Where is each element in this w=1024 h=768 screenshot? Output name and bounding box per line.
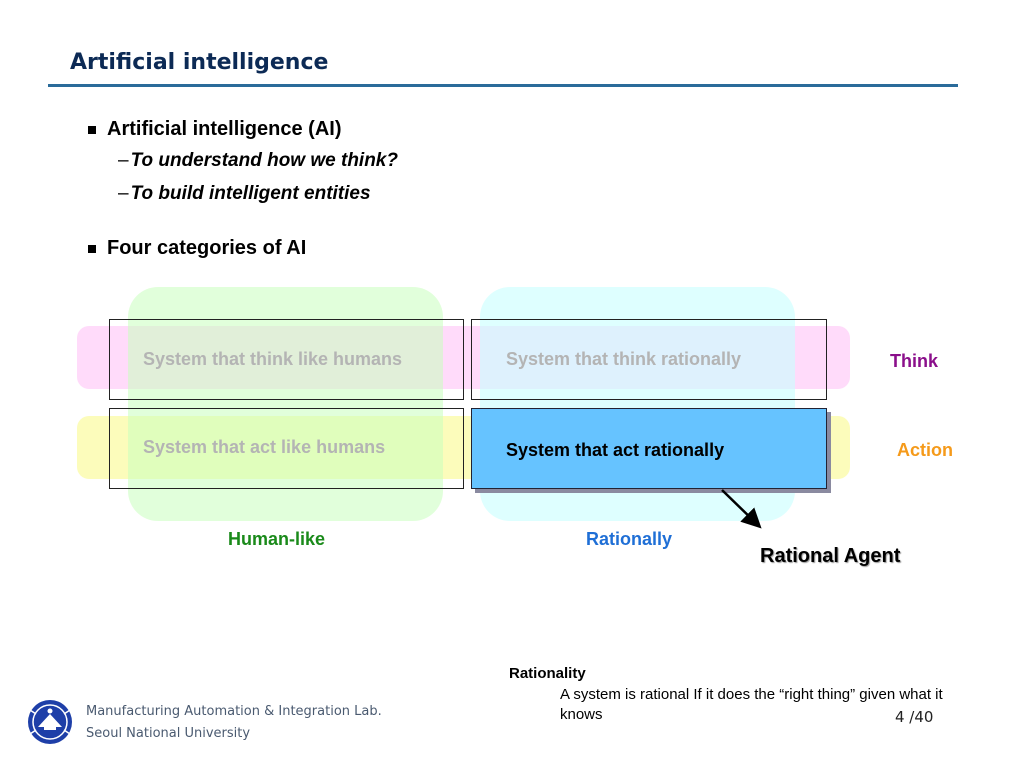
note-body: A system is rational If it does the “rig…	[560, 686, 943, 723]
subitem-build-text: To build intelligent entities	[130, 183, 371, 204]
cell-think-human-text: System that think like humans	[143, 349, 403, 369]
university-name: Seoul National University	[86, 726, 251, 741]
title-divider	[48, 84, 958, 87]
cell-think-human	[109, 319, 464, 400]
snu-emblem-icon	[24, 698, 76, 746]
cell-act-human-text: System that act like humans	[143, 437, 386, 457]
col-label-rationally: Rationally	[586, 529, 673, 549]
subitem-understand-text: To understand how we think?	[130, 150, 398, 171]
note-heading: Rationality	[509, 665, 586, 682]
subitem-understand: –To understand how we think?	[118, 150, 398, 172]
cell-act-rational	[471, 408, 827, 489]
human-like-column-band	[128, 287, 443, 521]
cell-think-rational	[471, 319, 827, 400]
dash-icon: –	[118, 150, 129, 171]
bullet-square-icon	[88, 245, 96, 253]
dash-icon: –	[118, 183, 129, 204]
cell-think-rational-text: System that think rationally	[506, 349, 742, 369]
lab-name: Manufacturing Automation & Integration L…	[86, 704, 382, 719]
col-label-human-like: Human-like	[228, 529, 326, 549]
cell-act-human	[109, 408, 464, 489]
cell-act-rational-text: System that act rationally	[506, 440, 725, 460]
bullet-four-categories: Four categories of AI	[107, 237, 307, 259]
subitem-build: –To build intelligent entities	[118, 183, 371, 205]
page-number: 4 /40	[895, 708, 934, 726]
rational-agent-label: Rational Agent	[760, 545, 901, 567]
bullet-square-icon	[88, 126, 96, 134]
row-label-action: Action	[897, 440, 953, 460]
row-label-think: Think	[890, 351, 938, 371]
bullet-ai: Artificial intelligence (AI)	[107, 118, 342, 140]
slide-title: Artificial intelligence	[70, 50, 329, 75]
